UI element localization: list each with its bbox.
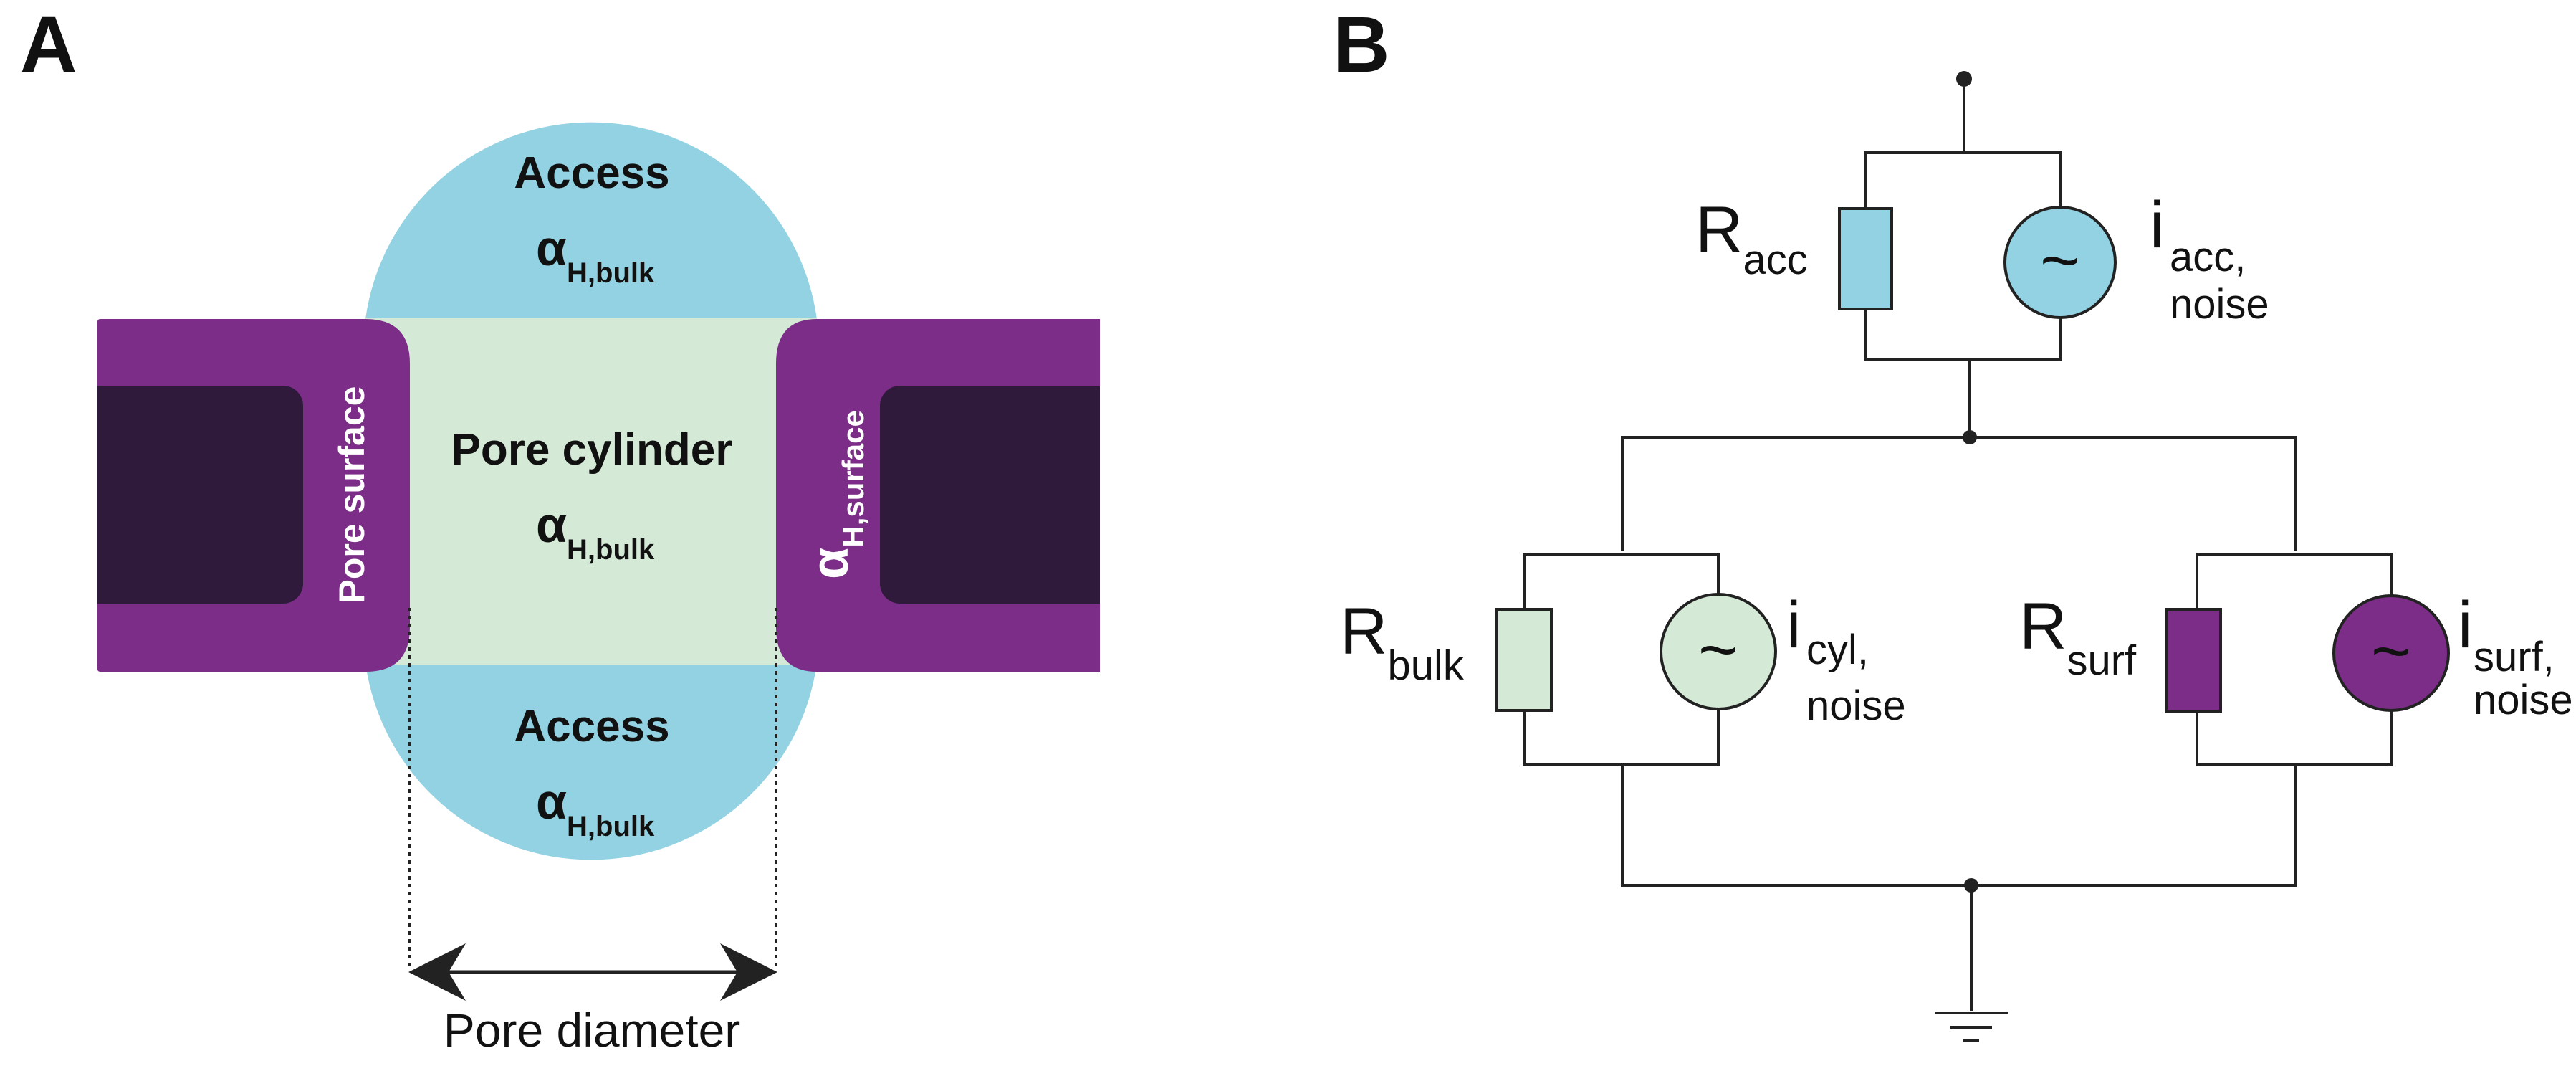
i-cyl-sub1: cyl,	[1806, 627, 1869, 673]
resistor-access	[1838, 207, 1893, 310]
i-cyl-main: i	[1786, 589, 1801, 662]
i-acc-sub1: acc,	[2170, 234, 2246, 280]
pore-diameter-label: Pore diameter	[444, 1004, 741, 1057]
wire-access-bottom	[1864, 308, 2062, 361]
tilde-cylinder-icon: ~	[1698, 611, 1738, 688]
wire-lower-bus	[1621, 765, 2297, 887]
access-top-alpha-label: αH,bulk	[536, 220, 655, 289]
noise-source-access	[2003, 206, 2117, 319]
terminal-dot-top	[1956, 71, 1972, 87]
resistor-surface	[2165, 608, 2222, 713]
equivalent-circuit	[1523, 79, 2393, 1042]
cylinder-alpha-sub: H,bulk	[567, 534, 655, 566]
pore-cylinder-region	[365, 318, 817, 665]
panel-b-letter: B	[1333, 1, 1389, 89]
surface-alpha-label: αH,surface	[802, 410, 870, 579]
i-cyl-sub2: noise	[1806, 682, 1906, 729]
r-bulk-main: R	[1340, 595, 1387, 668]
membrane-right-core	[880, 386, 1100, 604]
i-acc-sub2: noise	[2170, 281, 2269, 328]
r-acc-sub: acc	[1743, 237, 1807, 283]
junction-dot-bottom	[1964, 878, 1978, 893]
r-surf-sub: surf	[2067, 637, 2137, 684]
surface-alpha: α	[802, 548, 859, 579]
tilde-access-icon: ~	[2040, 222, 2080, 299]
pore-surface-label: Pore surface	[332, 386, 372, 604]
pore-cylinder-label: Pore cylinder	[451, 425, 733, 475]
nanopore-schematic	[97, 122, 1100, 860]
i-surf-label: isurf,noise	[2458, 589, 2573, 723]
r-acc-label: Racc	[1695, 194, 1808, 283]
wire-upper-bus	[1621, 436, 2297, 551]
cylinder-alpha-label: αH,bulk	[536, 497, 655, 566]
access-top-label: Access	[514, 148, 669, 198]
noise-source-cylinder	[1660, 593, 1777, 710]
r-surf-main: R	[2019, 590, 2067, 663]
cylinder-alpha: α	[536, 497, 567, 553]
wire-bulk-bottom	[1523, 710, 1720, 766]
access-bottom-alpha: α	[536, 774, 567, 829]
membrane-left-core	[97, 386, 303, 604]
access-bottom-alpha-label: αH,bulk	[536, 774, 655, 842]
r-bulk-label: Rbulk	[1340, 595, 1465, 689]
membrane-left-core-edge	[97, 386, 126, 604]
junction-dot-middle	[1963, 430, 1977, 444]
resistor-bulk	[1495, 608, 1553, 712]
r-bulk-sub: bulk	[1387, 642, 1464, 689]
i-surf-main: i	[2458, 589, 2472, 662]
panel-a-letter: A	[20, 1, 77, 89]
surface-alpha-sub: H,surface	[836, 410, 870, 547]
wire-bulk-top	[1523, 553, 1720, 609]
access-region-bottom	[365, 663, 817, 860]
wire-surf-top	[2196, 553, 2393, 609]
access-bottom-label: Access	[514, 702, 669, 751]
tilde-surface-icon: ~	[2371, 613, 2411, 690]
r-surf-label: Rsurf	[2019, 590, 2137, 684]
i-acc-main: i	[2150, 189, 2164, 262]
access-top-alpha: α	[536, 220, 567, 276]
i-surf-sub2: noise	[2474, 677, 2573, 723]
noise-source-surface	[2332, 594, 2450, 712]
r-acc-main: R	[1695, 194, 1743, 267]
membrane-right-core-edge	[1071, 386, 1100, 604]
access-bottom-alpha-sub: H,bulk	[567, 811, 655, 842]
wire-surf-bottom	[2196, 710, 2393, 766]
access-top-alpha-sub: H,bulk	[567, 257, 655, 289]
i-surf-sub1: surf,	[2474, 634, 2555, 680]
access-region-top	[365, 122, 817, 319]
wire-access-top	[1864, 151, 2062, 209]
